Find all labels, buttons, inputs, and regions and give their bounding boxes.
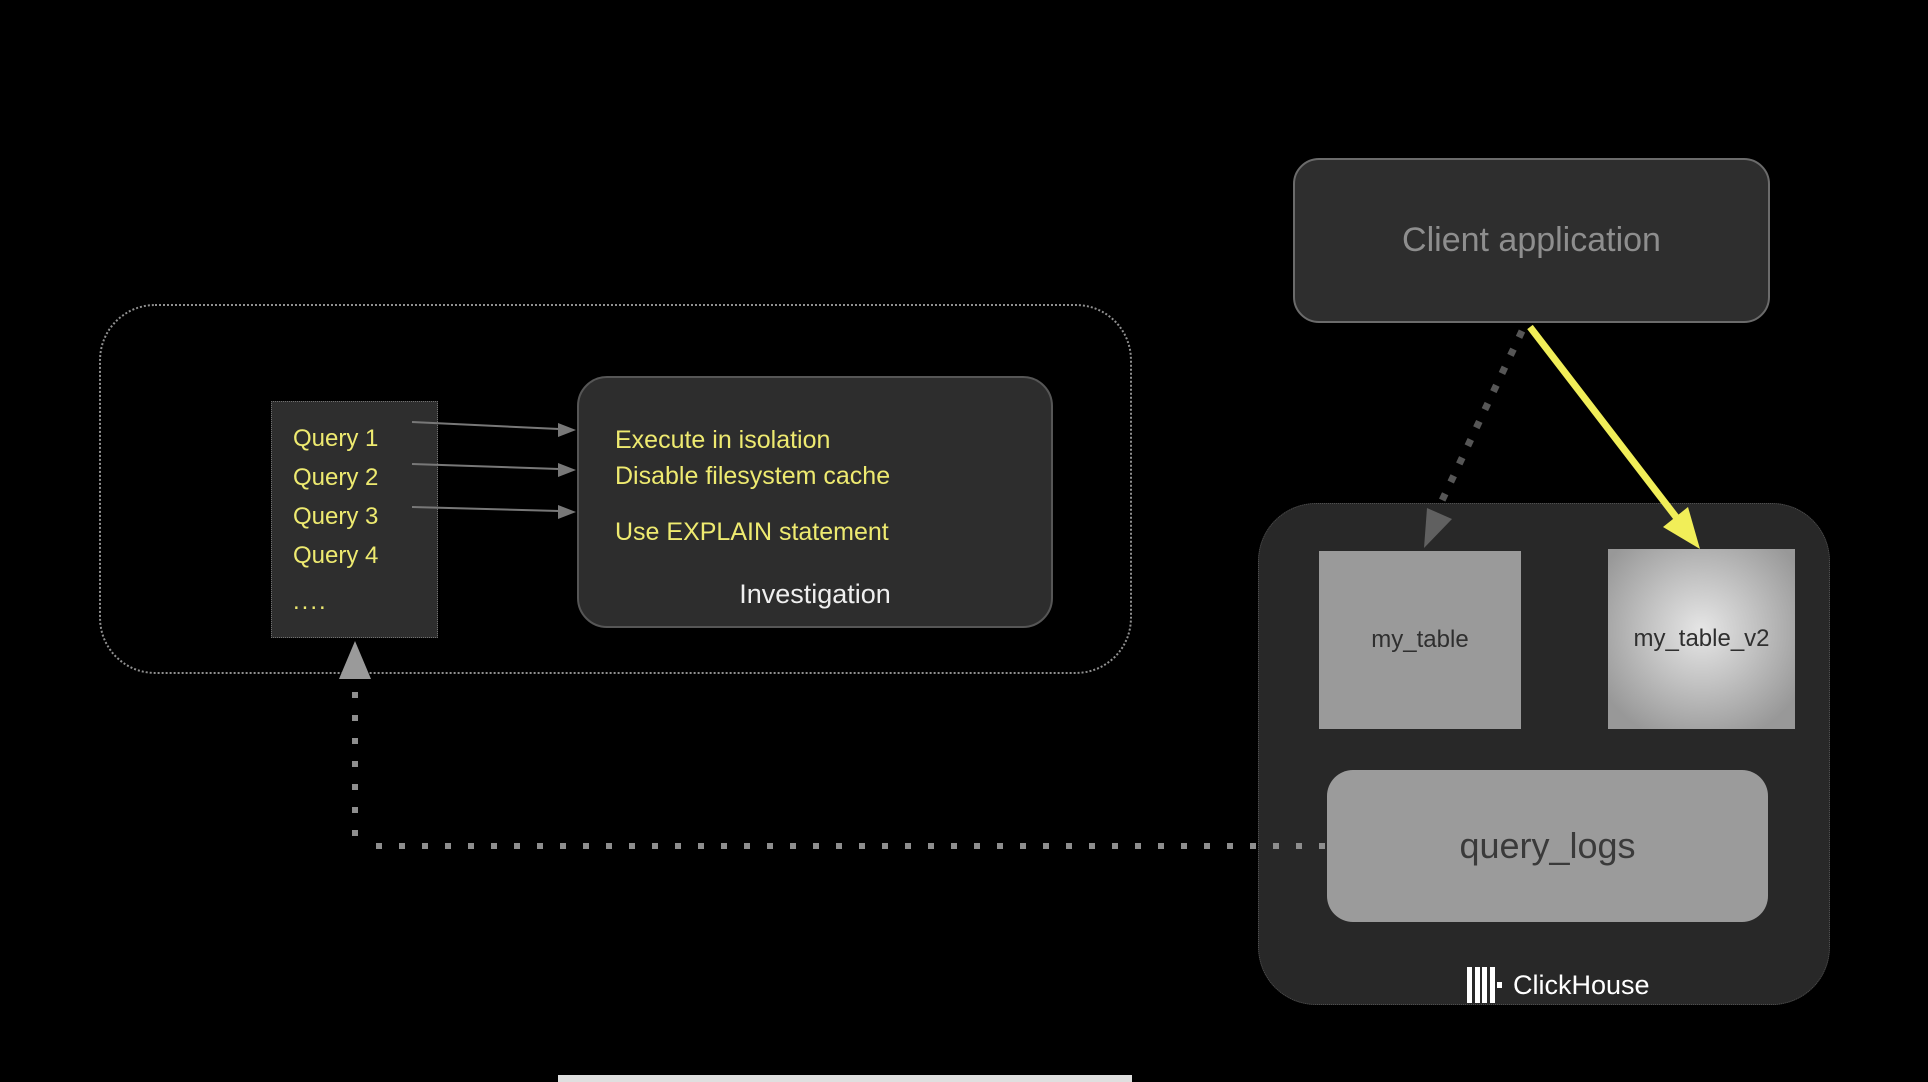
query-logs-box: query_logs <box>1327 770 1768 922</box>
client-application-label: Client application <box>1402 221 1661 259</box>
investigation-group-outline <box>99 304 1132 674</box>
investigation-line: Execute in isolation <box>615 426 831 454</box>
query-logs-label: query_logs <box>1459 825 1636 866</box>
query-item: Query 3 <box>293 503 379 530</box>
investigation-line: Use EXPLAIN statement <box>615 518 889 546</box>
query-item-ellipsis: .... <box>293 588 328 615</box>
my-table-label: my_table <box>1371 626 1469 653</box>
my-table-v2-label: my_table_v2 <box>1633 625 1770 652</box>
clickhouse-logo-icon <box>1467 967 1502 1003</box>
investigation-box: Execute in isolation Disable filesystem … <box>577 376 1053 628</box>
my-table-v2-box: my_table_v2 <box>1608 549 1795 729</box>
investigation-caption: Investigation <box>739 579 891 609</box>
query-item: Query 4 <box>293 542 379 569</box>
investigation-line: Disable filesystem cache <box>615 462 891 490</box>
bottom-edge-strip <box>558 1075 1132 1082</box>
my-table-box: my_table <box>1319 551 1521 729</box>
clickhouse-brand: ClickHouse <box>1467 966 1650 1004</box>
query-list-box: Query 1 Query 2 Query 3 Query 4 .... <box>271 401 438 638</box>
client-application-box: Client application <box>1293 158 1770 323</box>
query-item: Query 1 <box>293 425 379 452</box>
clickhouse-brand-name: ClickHouse <box>1513 970 1650 1000</box>
query-item: Query 2 <box>293 464 379 491</box>
